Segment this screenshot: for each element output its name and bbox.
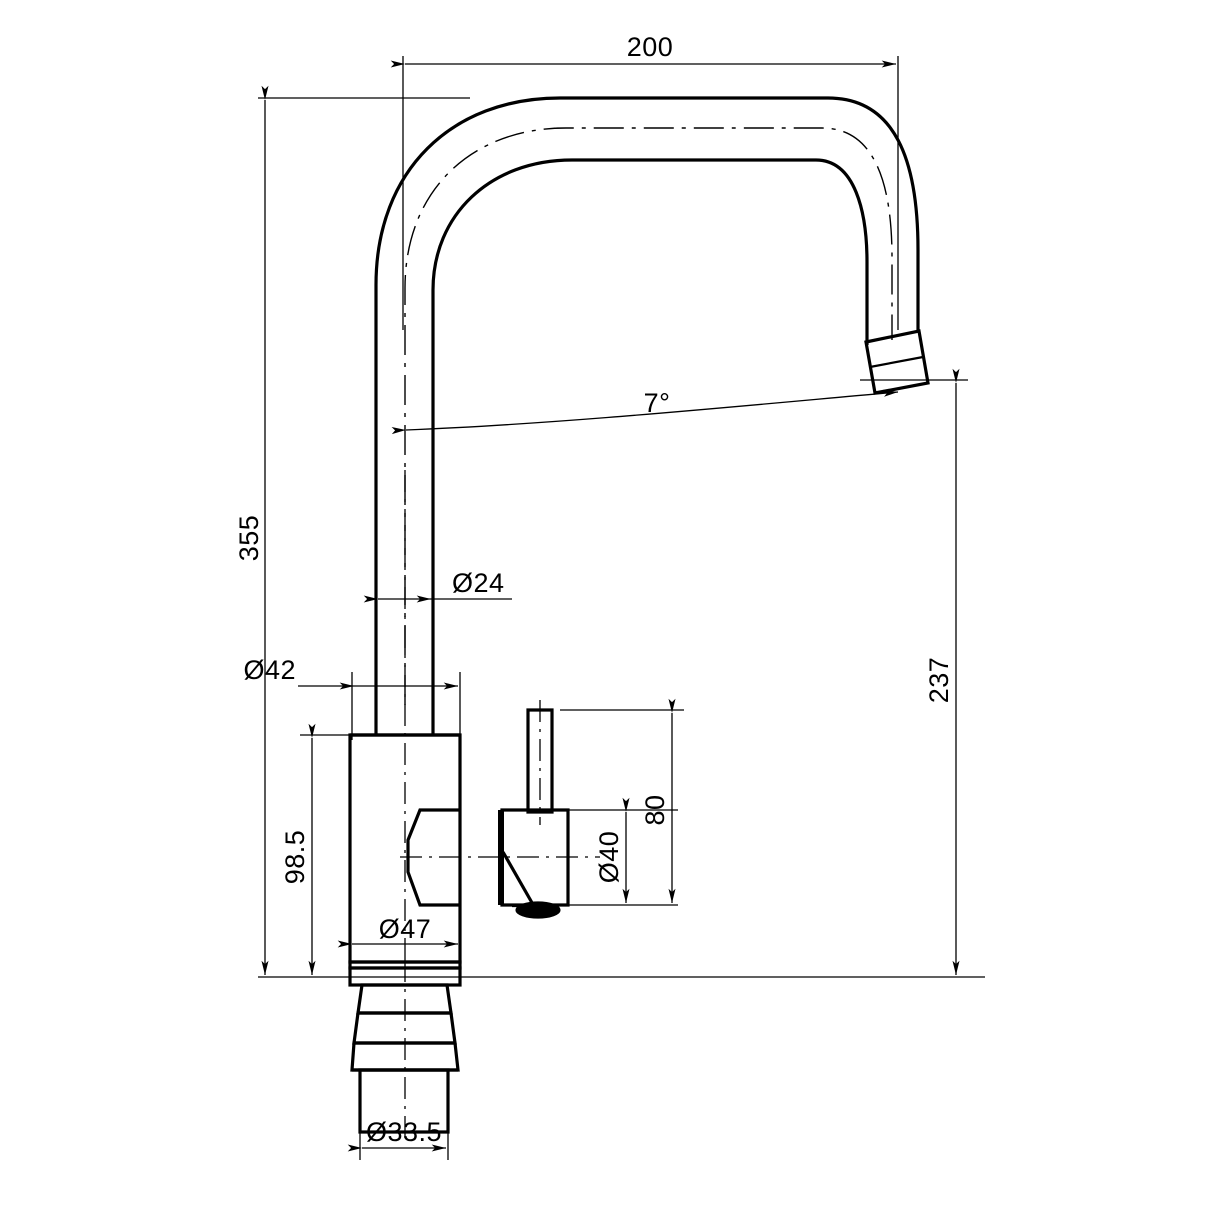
dim-label-overall-height: 355 — [234, 515, 264, 562]
handle-lever-stem — [526, 708, 554, 814]
dim-label-shank-dia: Ø33.5 — [366, 1117, 442, 1147]
dimension-spout-tube-dia: Ø24 — [363, 568, 512, 603]
dimension-shank-dia: Ø33.5 — [347, 1117, 449, 1160]
dimension-handle-height: 80 — [560, 698, 684, 903]
faucet-part-geometry — [348, 96, 930, 1140]
dimension-handle-dia: Ø40 — [568, 797, 678, 906]
spout-inner-wall — [431, 158, 869, 700]
handle-assembly — [400, 700, 600, 919]
dim-label-overall-width: 200 — [627, 32, 674, 62]
handle-cone — [406, 808, 460, 907]
dim-label-spout-height: 237 — [924, 657, 954, 704]
dim-label-handle-dia: Ø40 — [594, 831, 624, 884]
dimension-body-height: 98.5 — [280, 723, 352, 975]
spout-bore-centerline — [404, 127, 893, 705]
dim-label-outlet-angle: 7° — [644, 388, 671, 418]
dim-label-body-upper-dia: Ø42 — [243, 655, 296, 685]
dimension-spout-height: 237 — [860, 368, 968, 975]
dim-label-handle-height: 80 — [640, 794, 670, 825]
dim-label-body-lower-dia: Ø47 — [379, 914, 432, 944]
dimension-body-upper-dia: Ø42 — [243, 655, 461, 740]
dim-label-body-height: 98.5 — [280, 830, 310, 885]
handle-underside-boss — [515, 901, 561, 919]
dimension-body-lower-dia: Ø47 — [337, 914, 461, 966]
spout-outer-wall — [374, 96, 920, 700]
threaded-shank — [350, 960, 460, 1140]
dimension-overall-width: 200 — [390, 32, 899, 330]
dimension-outlet-angle: 7° — [391, 388, 899, 435]
dim-label-spout-tube-dia: Ø24 — [452, 568, 505, 598]
dimension-overall-height: 355 — [234, 85, 985, 978]
spout-outlet-nozzle — [864, 329, 930, 395]
handle-wedge — [501, 851, 537, 909]
